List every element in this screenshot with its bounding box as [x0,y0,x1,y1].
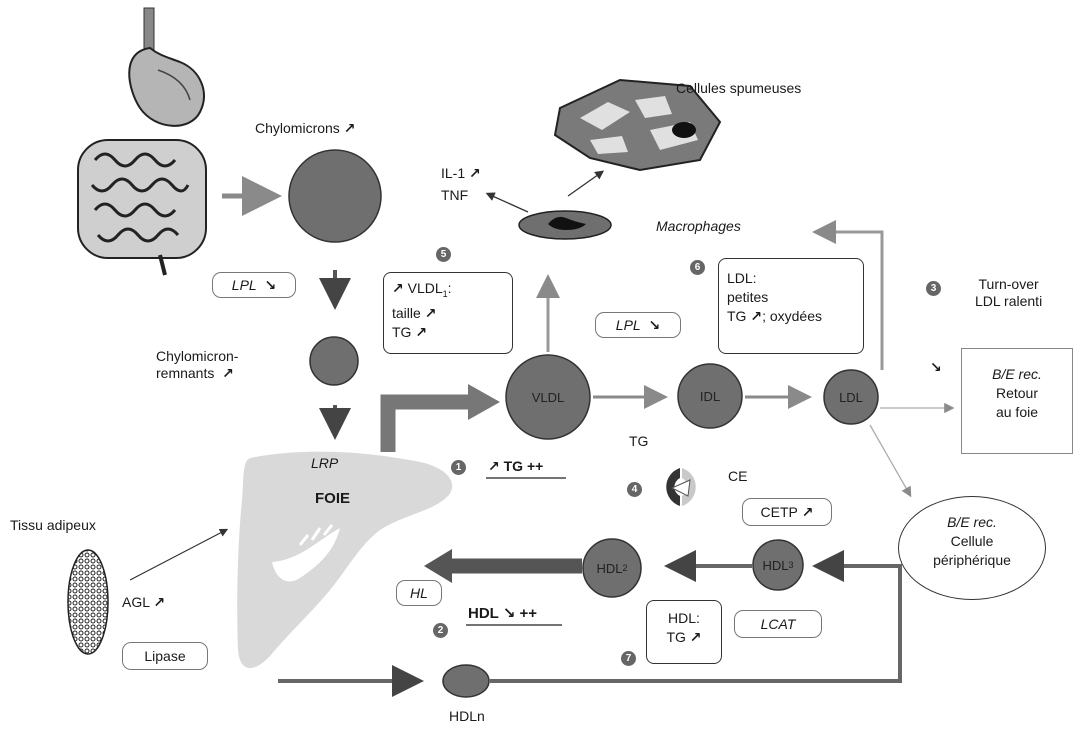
label-agl: AGL ↗ [122,594,166,610]
label-lrp: LRP [311,455,339,471]
hdl3-particle [752,539,804,591]
label-tg-increase: ↗ TG ++ [488,458,544,474]
foam-cells-icon [553,78,722,172]
step-number-4: 4 [627,482,642,497]
arrow-macrophage-to-cytokines [485,192,529,213]
chylomicron-particle [288,149,382,243]
ellipse-be-receptor-peripheral: B/E rec. Cellule périphérique [898,496,1046,600]
hdl2-particle [582,538,642,598]
step-number-6: 6 [690,260,705,275]
enzyme-lipase: Lipase [122,642,208,670]
label-ce-exchange: CE [728,468,748,484]
idl-particle [677,363,743,429]
label-chylomicron-remnants: Chylomicron- remnants ↗ [156,348,239,381]
arrow-hdln-to-hdl3 [490,550,902,683]
arrow-liver-to-vldl-head [468,384,500,420]
label-hdln: HDLn [449,708,485,724]
step-number-1: 1 [451,460,466,475]
label-foie: FOIE [315,490,351,507]
label-il1: IL-1 ↗ [441,165,481,181]
label-chylomicrons: Chylomicrons ↗ [255,120,356,136]
vldl-particle [505,354,591,440]
label-tissu-adipeux: Tissu adipeux [10,517,96,533]
arrow-ldl-to-peripheral [869,424,912,498]
enzyme-hl: HL [396,580,442,606]
step-number-2: 2 [433,623,448,638]
box-hdl-tg: HDL: TG ↗ [646,600,722,664]
arrow-macrophage-to-foam [567,170,605,197]
label-foam-cells: Cellules spumeuses [676,80,802,96]
macrophage-icon [518,210,612,240]
label-tg-exchange: TG [629,433,649,449]
cycle-icon [666,468,696,506]
label-tnf: TNF [441,187,469,203]
arrow-liver-to-vldl-shaft [380,394,470,452]
label-turnover: Turn-over LDL ralenti [975,276,1043,309]
ldl-particle [823,369,879,425]
arrow-hdl2-to-liver-head [424,549,452,583]
enzyme-lpl-chylomicrons: LPL ↘ [212,272,296,298]
digestive-tract-icon [77,7,207,276]
vldl-label: VLDL [531,389,565,405]
label-ldl-down: ↘ [930,359,942,375]
enzyme-cetp: CETP ↗ [742,498,832,526]
box-ldl-small: LDL: petites TG ↗; oxydées [718,258,864,354]
ldl-label: LDL [839,389,863,405]
box-vldl1: ↗ VLDL1: taille ↗ TG ↗ [383,272,513,354]
step-number-7: 7 [621,651,636,666]
step-number-3: 3 [926,281,941,296]
enzyme-lcat: LCAT [734,610,822,638]
step-number-5: 5 [436,247,451,262]
label-hdl-increase: HDL ↘ ++ [468,605,538,622]
label-macrophages: Macrophages [656,218,741,234]
liver-icon [237,451,453,669]
arrow-adipose-to-liver [129,528,229,581]
enzyme-lpl-vldl: LPL ↘ [595,312,681,338]
chylomicron-remnant-particle [309,336,359,386]
hdln-particle [442,664,490,698]
adipose-tissue-icon [67,549,109,655]
idl-label: IDL [699,388,721,404]
box-be-receptor-liver: B/E rec. Retour au foie [961,348,1073,454]
arrow-ldl-to-macrophages [812,220,884,370]
